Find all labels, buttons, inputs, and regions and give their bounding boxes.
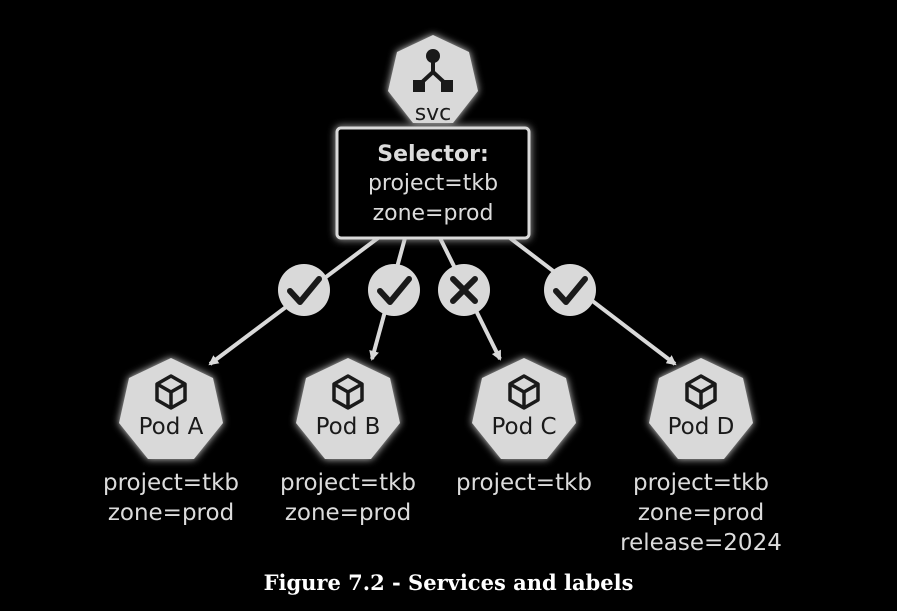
pod-label-project: project=tkb <box>633 470 769 496</box>
cube-icon <box>155 374 187 410</box>
pod-node-c: Pod C project=tkb <box>456 358 592 496</box>
match-badge-pod-b <box>368 264 420 316</box>
cube-icon <box>685 374 717 410</box>
pod-label-zone: zone=prod <box>285 500 411 526</box>
pod-label-release: release=2024 <box>620 530 782 556</box>
pod-label-project: project=tkb <box>456 470 592 496</box>
pod-node-a: Pod A project=tkb zone=prod <box>103 358 239 526</box>
pod-label-project: project=tkb <box>103 470 239 496</box>
pod-node-b: Pod B project=tkb zone=prod <box>280 358 416 526</box>
no-match-badge-pod-c <box>438 264 490 316</box>
selector-box <box>335 126 531 240</box>
network-hub-icon <box>413 49 453 92</box>
service-heptagon <box>388 35 478 123</box>
service-label: svc <box>415 101 452 126</box>
pod-node-d: Pod D project=tkb zone=prod release=2024 <box>620 358 782 556</box>
selector-title: Selector: <box>377 142 489 167</box>
check-icon <box>287 276 322 305</box>
figure-caption: Figure 7.2 - Services and labels <box>263 570 634 595</box>
pod-name: Pod D <box>668 414 735 440</box>
selector-line-zone: zone=prod <box>373 201 494 226</box>
match-badge-pod-a <box>278 264 330 316</box>
check-icon <box>553 276 588 305</box>
selector-line-project: project=tkb <box>368 171 498 196</box>
service-node <box>388 35 478 123</box>
pod-label-project: project=tkb <box>280 470 416 496</box>
cube-icon <box>508 374 540 410</box>
pod-name: Pod A <box>139 414 204 440</box>
pod-label-zone: zone=prod <box>638 500 764 526</box>
pod-label-zone: zone=prod <box>108 500 234 526</box>
check-icon <box>377 276 412 305</box>
cube-icon <box>332 374 364 410</box>
match-badge-pod-d <box>544 264 596 316</box>
pod-name: Pod B <box>316 414 381 440</box>
cross-icon <box>450 276 478 304</box>
pod-name: Pod C <box>491 414 556 440</box>
